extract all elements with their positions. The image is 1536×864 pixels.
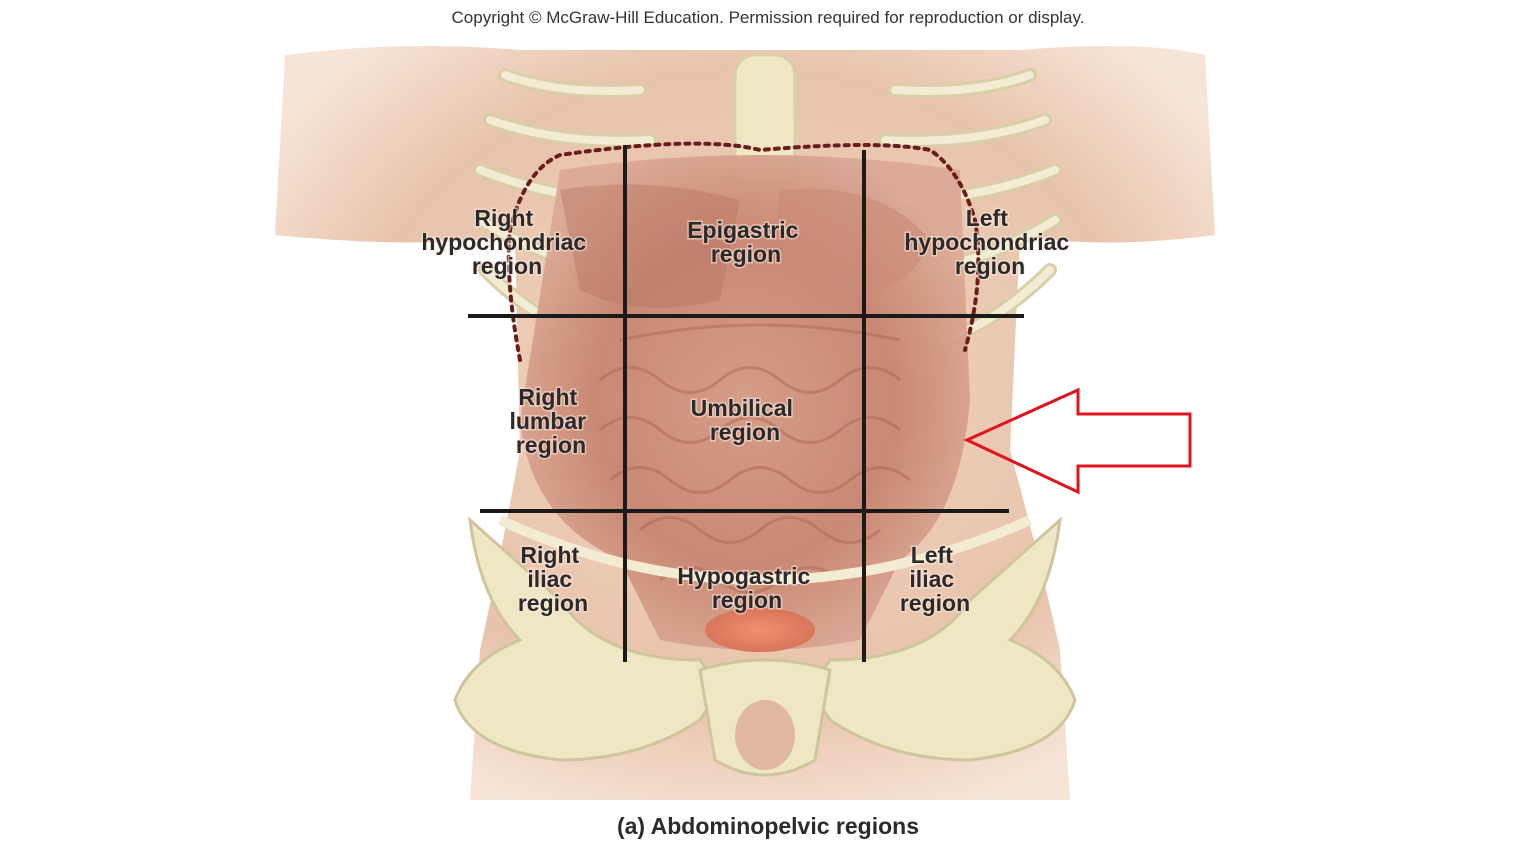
- epigastric-label: Epigastric region: [687, 217, 805, 267]
- right-iliac-label: Right iliac region: [518, 542, 588, 616]
- figure-caption: (a) Abdominopelvic regions: [616, 813, 919, 839]
- dotted-outline: [506, 141, 981, 362]
- hypogastric-label: Hypogastric region: [677, 563, 816, 613]
- pelvis: [453, 515, 1077, 777]
- left-iliac-label: Left iliac region: [900, 542, 970, 616]
- intestines: [599, 323, 911, 594]
- red-pointer-arrow-icon: [963, 387, 1192, 495]
- right-lumbar-label: Right lumbar region: [509, 384, 592, 458]
- umbilical-label: Umbilical region: [691, 395, 800, 445]
- right-hypochondriac-label: Right hypochondriac region: [421, 205, 592, 279]
- left-hypochondriac-label: Left hypochondriac region: [904, 205, 1075, 279]
- copyright-notice: Copyright © McGraw-Hill Education. Permi…: [451, 8, 1085, 27]
- bladder: [705, 608, 815, 652]
- stomach: [778, 188, 930, 300]
- region-grid: [468, 145, 1024, 662]
- liver: [560, 184, 740, 308]
